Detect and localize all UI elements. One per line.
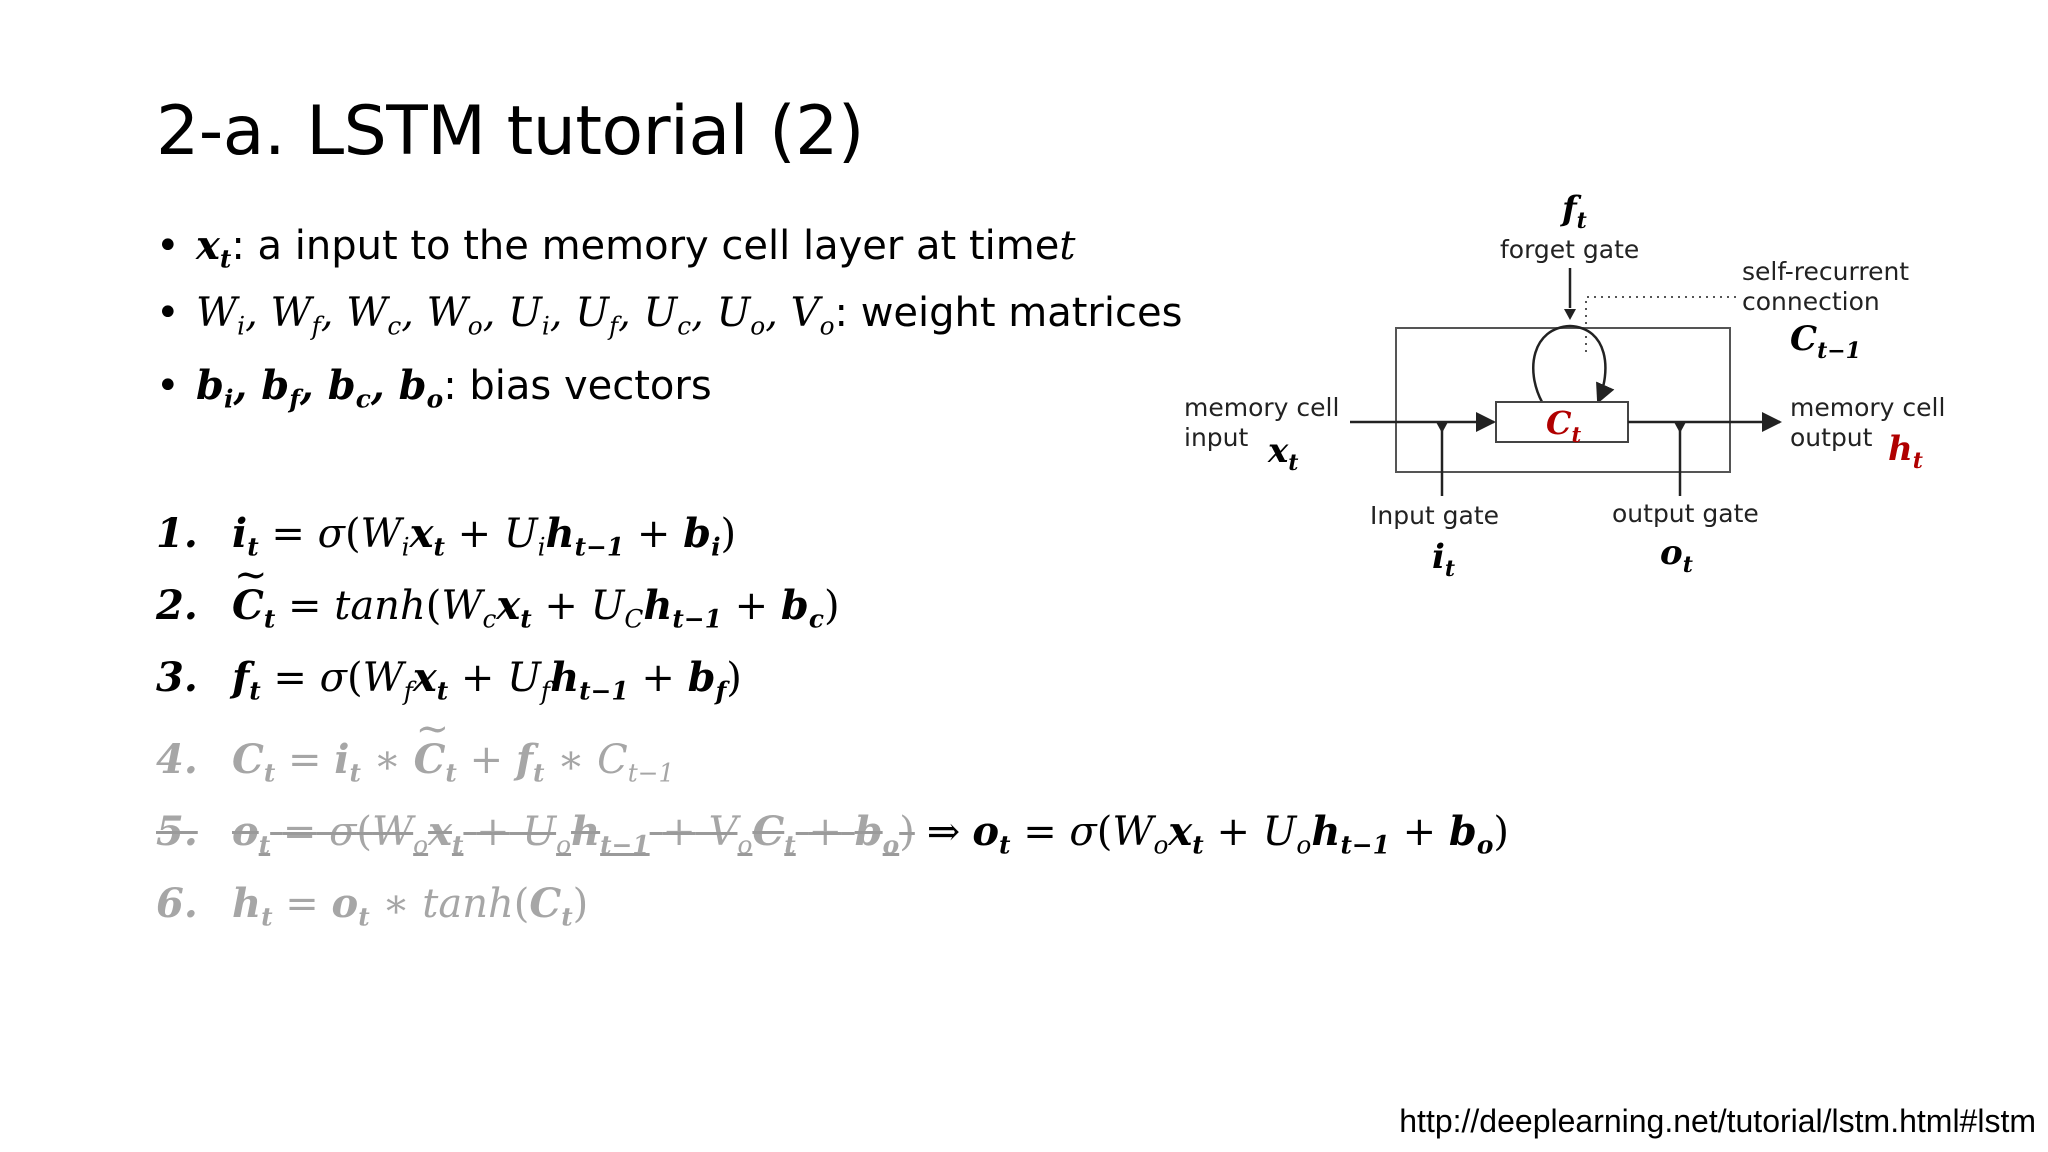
label-mem-in-2: input: [1184, 423, 1249, 452]
bullet-weights-text: : weight matrices: [834, 290, 1183, 336]
equation-number: 5.: [156, 808, 198, 855]
equation-body: Ct = it ∗ Ct + ft ∗ Ct−1: [232, 706, 674, 786]
equation-number: 3.: [156, 654, 198, 701]
bullet-dot: •: [156, 223, 180, 269]
equation-number: 6.: [156, 880, 198, 927]
equation-5: 5. ot = σ(Woxt + Uoht−1 + VoCt + bo) ⇒ o…: [156, 808, 1510, 860]
label-xt: xt: [1267, 431, 1298, 476]
label-ct-1: Ct−1: [1790, 319, 1861, 364]
label-mem-out-1: memory cell: [1790, 393, 1945, 422]
equation-body: ft = σ(Wfxt + Ufht−1 + bf): [232, 654, 742, 706]
self-recurrent-pointer: [1585, 296, 1736, 352]
equation-number: 2.: [156, 582, 198, 629]
equation-2: 2. Ct = tanh(Wcxt + UCht−1 + bc): [156, 552, 840, 632]
label-ot: ot: [1660, 533, 1693, 578]
input-gate-marker: [1436, 422, 1448, 433]
bullet-bias: • bi, bf, bc, bo : bias vectors: [156, 362, 712, 414]
label-self-recurrent: self-recurrent: [1742, 257, 1909, 286]
source-url[interactable]: http://deeplearning.net/tutorial/lstm.ht…: [1399, 1103, 2036, 1139]
output-gate-marker: [1674, 422, 1686, 433]
label-mem-out-2: output: [1790, 423, 1873, 452]
bullet-input-text: : a input to the memory cell layer at ti…: [231, 223, 1060, 269]
self-loop-arrow: [1532, 324, 1615, 404]
bullet-dot: •: [156, 363, 180, 409]
bullet-bias-text: : bias vectors: [443, 363, 712, 409]
label-it: it: [1432, 537, 1455, 582]
equation-5-new: ot = σ(Woxt + Uoht−1 + bo): [972, 808, 1510, 860]
equation-5-old: 5. ot = σ(Woxt + Uoht−1 + VoCt + bo): [156, 808, 915, 860]
slide-title: 2-a. LSTM tutorial (2): [156, 92, 864, 171]
bullet-dot: •: [156, 290, 180, 336]
equation-number: 4.: [156, 736, 198, 783]
label-mem-in-1: memory cell: [1184, 393, 1339, 422]
cell-state-box: [1495, 401, 1629, 443]
label-connection: connection: [1742, 287, 1880, 316]
symbol-xt: xt: [196, 222, 232, 274]
label-ft: ft: [1560, 189, 1587, 234]
bullet-input: • xt : a input to the memory cell layer …: [156, 222, 1076, 274]
equation-1: 1. it = σ(Wixt + Uiht−1 + bi): [156, 510, 737, 562]
label-ht: ht: [1888, 429, 1923, 474]
label-output-gate: output gate: [1612, 499, 1759, 528]
equation-body: ht = ot ∗ tanh(Ct): [232, 880, 589, 932]
equation-body: it = σ(Wixt + Uiht−1 + bi): [232, 510, 737, 562]
forget-gate-marker: [1564, 309, 1576, 320]
symbol-t: t: [1059, 223, 1076, 269]
bias-symbols: bi, bf, bc, bo: [196, 362, 444, 414]
implies-arrow: ⇒: [926, 809, 961, 855]
equation-4: 4. Ct = it ∗ Ct + ft ∗ Ct−1: [156, 706, 674, 786]
label-input-gate: Input gate: [1370, 501, 1499, 530]
weight-symbols: Wi, Wf, Wc, Wo, Ui, Uf, Uc, Uo, Vo: [196, 290, 835, 341]
equation-body: Ct = tanh(Wcxt + UCht−1 + bc): [232, 552, 840, 632]
equation-number: 1.: [156, 510, 198, 557]
equation-6: 6. ht = ot ∗ tanh(Ct): [156, 880, 589, 932]
equation-3: 3. ft = σ(Wfxt + Ufht−1 + bf): [156, 654, 742, 706]
label-forget-gate: forget gate: [1500, 235, 1639, 264]
bullet-weights: • Wi, Wf, Wc, Wo, Ui, Uf, Uc, Uo, Vo : w…: [156, 290, 1183, 341]
lstm-cell-diagram: ft forget gate self-recurrent connection…: [1184, 189, 1945, 582]
